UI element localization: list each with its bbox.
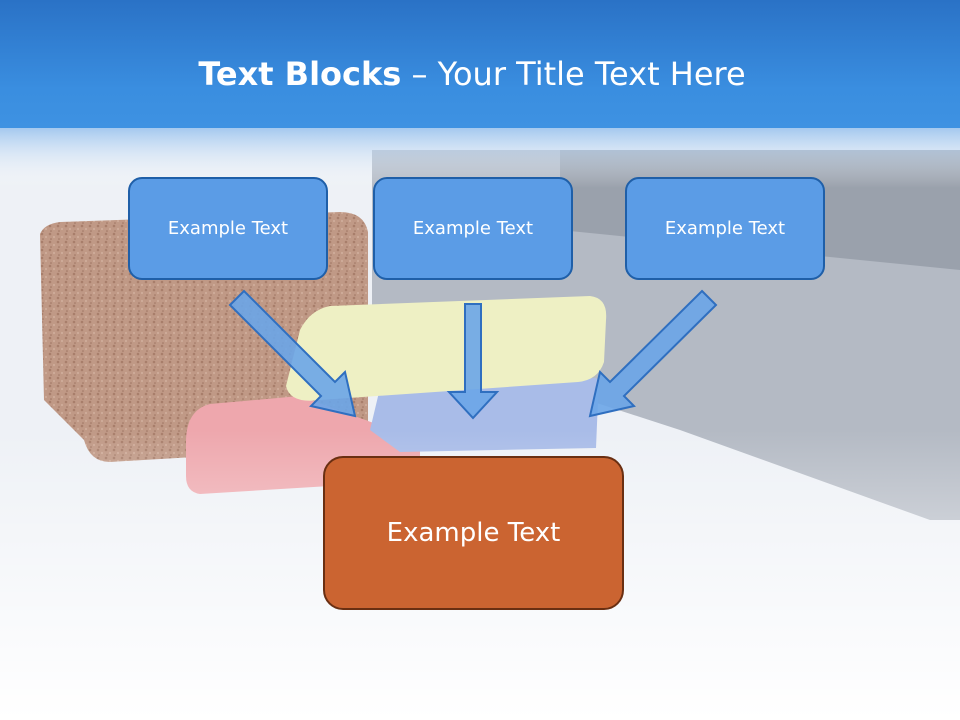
arrow-center [446,303,500,420]
target-block[interactable]: Example Text [323,456,624,610]
title-bold: Text Blocks [198,55,402,93]
title-rest: Your Title Text Here [437,55,746,93]
title-dash: – [401,55,438,93]
arrow-left [228,289,357,418]
text-block-1[interactable]: Example Text [128,177,328,280]
slide-title: Text Blocks – Your Title Text Here [0,52,944,96]
arrow-right [588,289,718,418]
text-block-3[interactable]: Example Text [625,177,825,280]
text-block-2[interactable]: Example Text [373,177,573,280]
